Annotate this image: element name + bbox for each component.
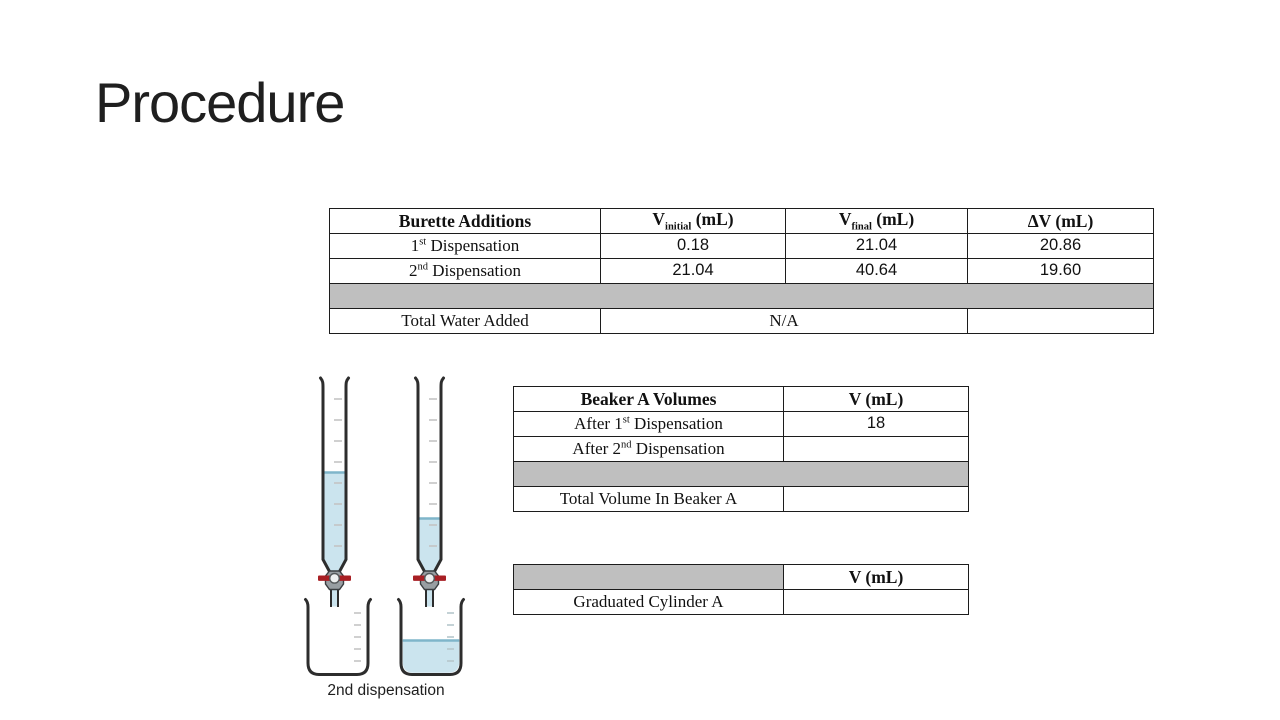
header-v-initial: Vinitial (mL) <box>600 208 786 234</box>
table-row-after-first: After 1st Dispensation 18 <box>513 411 969 437</box>
value-cell-v-initial-2: 21.04 <box>600 258 786 284</box>
table-row-second-dispensation: 2nd Dispensation 21.04 40.64 19.60 <box>329 258 1154 284</box>
header-burette-additions: Burette Additions <box>329 208 601 234</box>
illustration-caption: 2nd dispensation <box>327 682 445 699</box>
value-cell-total-delta-v <box>967 308 1154 334</box>
value-cell-after-first: 18 <box>783 411 969 437</box>
cylinder-table-header-row: V (mL) <box>513 564 969 590</box>
spout-liquid <box>426 589 433 607</box>
beaker-ticks <box>354 612 361 662</box>
row-label-total-volume-beaker-a: Total Volume In Beaker A <box>513 486 784 512</box>
value-cell-total-na: N/A <box>600 308 968 334</box>
graduated-cylinder-table: V (mL) Graduated Cylinder A <box>513 564 969 615</box>
burette-left-icon <box>318 376 351 607</box>
value-cell-delta-v-1: 20.86 <box>967 233 1154 259</box>
value-cell-total-volume <box>783 486 969 512</box>
table-row-after-second: After 2nd Dispensation <box>513 436 969 462</box>
table-row-graduated-cylinder: Graduated Cylinder A <box>513 589 969 615</box>
stopcock-valve-icon <box>329 572 341 584</box>
header-v-ml: V (mL) <box>783 564 969 590</box>
burette-left-wall <box>338 376 350 573</box>
value-cell-graduated-cylinder <box>783 589 969 615</box>
burette-dispensation-illustration <box>304 376 465 676</box>
shaded-spacer-cell <box>513 461 969 487</box>
row-label-first-dispensation: 1st Dispensation <box>329 233 601 259</box>
value-cell-after-second <box>783 436 969 462</box>
burette-left-wall <box>319 376 331 573</box>
burette-right-icon <box>413 376 446 607</box>
spout-liquid <box>331 589 338 607</box>
burette-right-wall <box>433 376 445 573</box>
header-beaker-a-volumes: Beaker A Volumes <box>513 386 784 412</box>
burette-additions-table: Burette Additions Vinitial (mL) Vfinal (… <box>329 208 1154 334</box>
row-label-second-dispensation: 2nd Dispensation <box>329 258 601 284</box>
page-title: Procedure <box>95 71 345 134</box>
row-label-graduated-cylinder-a: Graduated Cylinder A <box>513 589 784 615</box>
beaker-table-header-row: Beaker A Volumes V (mL) <box>513 386 969 412</box>
header-v-ml: V (mL) <box>783 386 969 412</box>
burette-right-liquid <box>419 518 440 560</box>
header-v-final: Vfinal (mL) <box>785 208 968 234</box>
burette-right-ticks <box>429 398 437 547</box>
burette-left-taper-liquid <box>324 560 345 571</box>
stopcock-valve-icon <box>423 572 435 584</box>
burette-table-header-row: Burette Additions Vinitial (mL) Vfinal (… <box>329 208 1154 234</box>
header-shaded-empty-cell <box>513 564 784 590</box>
burette-left-liquid <box>324 472 345 560</box>
beaker-ticks <box>447 612 454 662</box>
shaded-spacer-row <box>513 461 969 487</box>
beaker-empty-icon <box>304 598 372 676</box>
header-delta-v: ΔV (mL) <box>967 208 1154 234</box>
beaker-filled-icon <box>397 598 465 676</box>
row-label-after-second-dispensation: After 2nd Dispensation <box>513 436 784 462</box>
burette-right-taper-liquid <box>419 560 440 571</box>
beaker-a-volumes-table: Beaker A Volumes V (mL) After 1st Dispen… <box>513 386 969 512</box>
beaker-outline <box>397 598 465 676</box>
burette-right-wall <box>414 376 426 573</box>
table-row-total-water: Total Water Added N/A <box>329 308 1154 334</box>
value-cell-v-initial-1: 0.18 <box>600 233 786 259</box>
beaker-outline <box>304 598 372 676</box>
shaded-spacer-row <box>329 283 1154 309</box>
table-row-total-volume: Total Volume In Beaker A <box>513 486 969 512</box>
burette-left-ticks <box>334 398 342 547</box>
value-cell-delta-v-2: 19.60 <box>967 258 1154 284</box>
row-label-after-first-dispensation: After 1st Dispensation <box>513 411 784 437</box>
table-row-first-dispensation: 1st Dispensation 0.18 21.04 20.86 <box>329 233 1154 259</box>
beaker-liquid <box>402 640 460 673</box>
value-cell-v-final-1: 21.04 <box>785 233 968 259</box>
row-label-total-water-added: Total Water Added <box>329 308 601 334</box>
value-cell-v-final-2: 40.64 <box>785 258 968 284</box>
shaded-spacer-cell <box>329 283 1154 309</box>
